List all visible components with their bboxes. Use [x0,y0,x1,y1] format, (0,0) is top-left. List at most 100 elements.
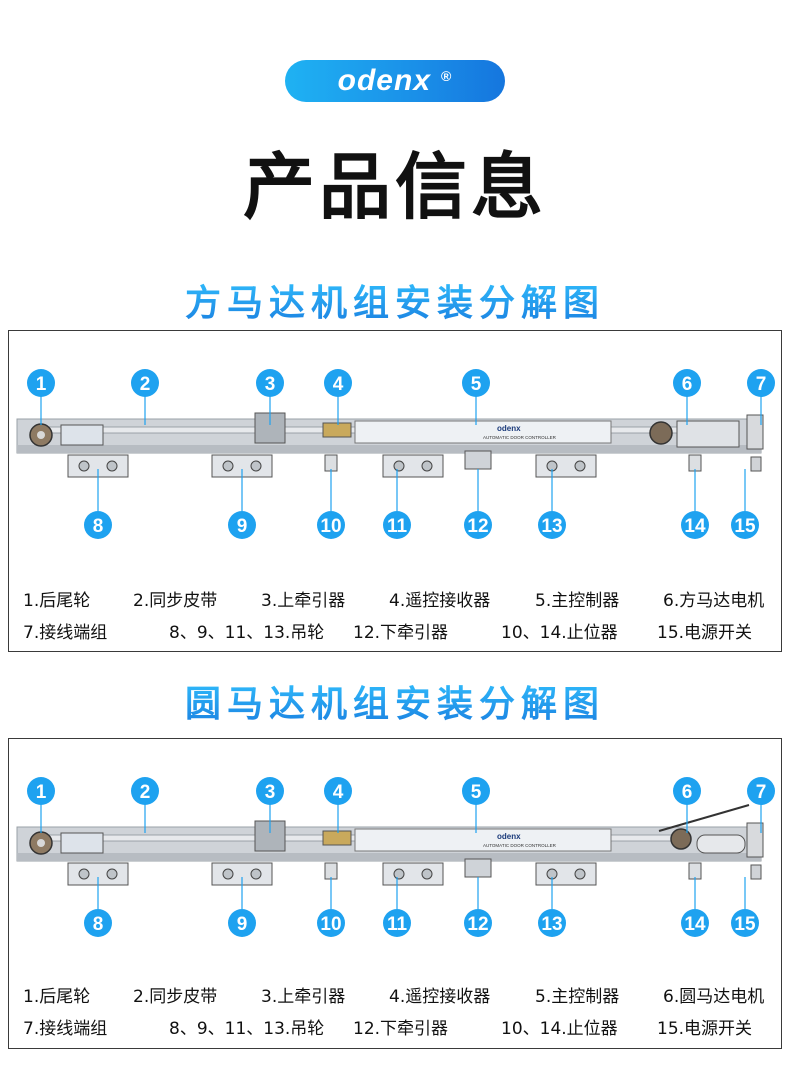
callout-marker [383,511,411,539]
rear-wheel-hub [37,431,45,439]
callout-number: 11 [387,516,408,537]
motor-pulley [670,828,692,850]
legend-item: 8、9、11、13.吊轮 [169,1019,325,1039]
hanger-roller [106,460,118,472]
legend-item: 2.同步皮带 [133,591,218,611]
controller-label: AUTOMATIC DOOR CONTROLLER [483,843,557,848]
legend-item: 10、14.止位器 [501,1019,618,1039]
page-title: 产品信息 [242,145,547,229]
callout-number: 14 [684,914,706,935]
callout-marker [317,909,345,937]
legend-item: 5.主控制器 [535,987,620,1007]
legend-item: 1.后尾轮 [23,987,91,1007]
callout-marker [84,511,112,539]
legend-item: 3.上牵引器 [261,591,346,611]
controller-brand: odenx [497,832,521,841]
callout-number: 7 [756,374,767,395]
terminal-block [746,822,764,858]
callout-marker [324,777,352,805]
hanger-roller [574,460,586,472]
legend-item: 4.遥控接收器 [389,591,491,611]
callout-number: 9 [237,516,248,537]
callout-number: 14 [684,516,706,537]
callout-marker [228,511,256,539]
legend-item: 3.上牵引器 [261,987,346,1007]
callout-number: 4 [333,374,344,395]
callout-number: 9 [237,914,248,935]
callout-marker [747,777,775,805]
section-title-round-motor: 圆马达机组安装分解图 [0,675,790,727]
callout-number: 13 [541,516,562,537]
legend-item: 12.下牵引器 [353,623,449,643]
callout-marker [464,511,492,539]
callout-number: 3 [265,374,276,395]
hanger-roller [222,868,234,880]
callout-number: 1 [36,374,47,395]
brand-logo: odenx ® [285,60,505,102]
terminal-block [746,414,764,450]
callout-number: 15 [734,516,756,537]
callout-number: 12 [467,516,488,537]
hanger-wheel [382,454,444,478]
callout-marker [538,511,566,539]
stopper [324,862,338,880]
callout-marker [317,511,345,539]
rear-wheel-bracket [60,832,104,854]
callout-number: 13 [541,914,562,935]
receiver [322,422,352,438]
hanger-roller [574,868,586,880]
brand-logo-text: odenx [337,64,432,97]
section-title-square-motor: 方马达机组安装分解图 [0,274,790,326]
hanger-wheel [535,454,597,478]
legend-item: 2.同步皮带 [133,987,218,1007]
stopper [688,454,702,472]
callout-number: 5 [471,782,482,803]
motor-arm [658,804,750,832]
legend-item: 1.后尾轮 [23,591,91,611]
callout-number: 11 [387,914,408,935]
hanger-roller [78,460,90,472]
callout-number: 10 [320,516,341,537]
callout-marker [131,369,159,397]
hanger-wheel [382,862,444,886]
hanger-roller [250,868,262,880]
callout-marker [681,909,709,937]
callout-number: 7 [756,782,767,803]
power-switch [750,864,762,880]
stopper [324,454,338,472]
callout-marker [256,369,284,397]
callout-marker [462,777,490,805]
callout-marker [27,369,55,397]
callout-number: 6 [682,374,693,395]
callout-marker [131,777,159,805]
callout-number: 3 [265,782,276,803]
rear-wheel-bracket [60,424,104,446]
motor-pulley [649,421,673,445]
square-motor [676,420,740,448]
legend-item: 7.接线端组 [23,623,108,643]
legend-item: 12.下牵引器 [353,1019,449,1039]
callout-marker [681,511,709,539]
callout-marker [538,909,566,937]
callout-number: 2 [140,374,151,395]
hanger-roller [421,460,433,472]
lower-traction [464,858,492,878]
hanger-roller [250,460,262,472]
callout-marker [256,777,284,805]
rail-lower-lip [17,445,761,453]
rear-wheel-hub [37,839,45,847]
rail-lower-lip [17,853,761,861]
legend-item: 7.接线端组 [23,1019,108,1039]
hanger-roller [222,460,234,472]
callout-marker [27,777,55,805]
callout-marker [324,369,352,397]
lower-traction [464,450,492,470]
callout-marker [462,369,490,397]
hanger-roller [106,868,118,880]
callout-marker [673,369,701,397]
registered-mark: ® [441,68,453,84]
legend-item: 15.电源开关 [657,1019,753,1039]
